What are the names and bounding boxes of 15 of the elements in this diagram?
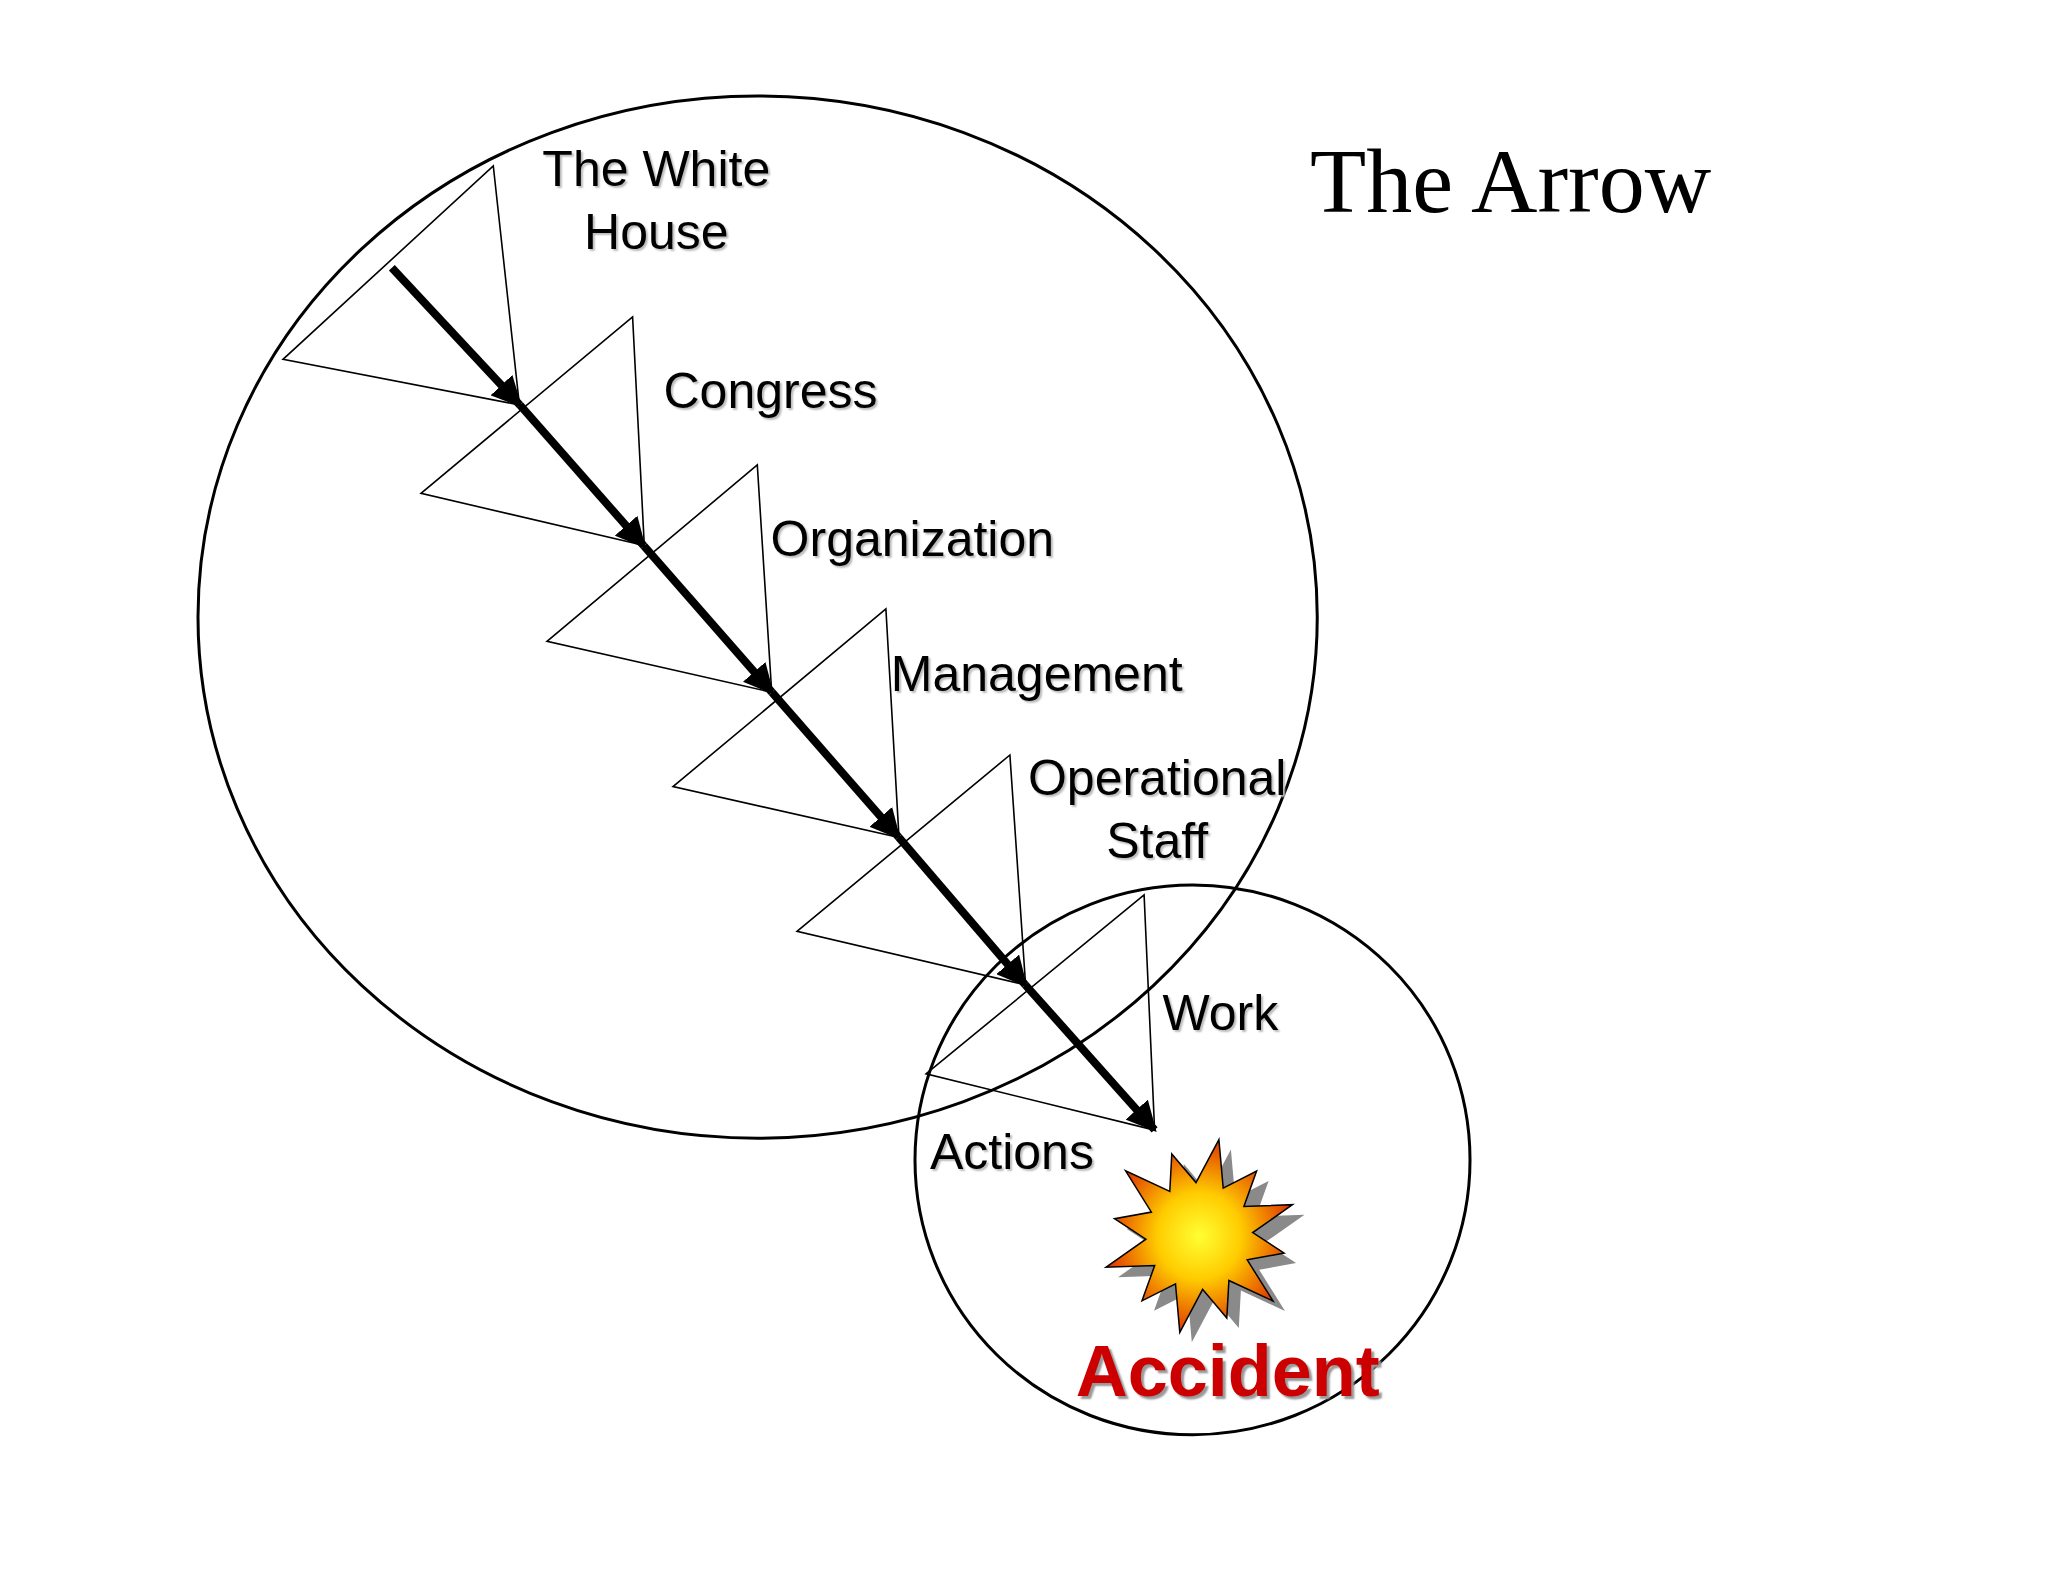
level-label: Operational Staff xyxy=(1026,749,1288,871)
arrow xyxy=(768,689,902,840)
level-label: Organization xyxy=(770,510,1056,570)
arrow xyxy=(1022,982,1158,1133)
level-label: The White House xyxy=(541,140,772,262)
arrow xyxy=(516,402,647,549)
level-label: Work xyxy=(1162,984,1280,1044)
accident-label: Accident xyxy=(1074,1332,1381,1412)
level-label: Actions xyxy=(929,1122,1095,1182)
level-label: Management xyxy=(890,644,1184,704)
arrow xyxy=(640,543,775,695)
arrow xyxy=(388,265,523,408)
arrow xyxy=(895,834,1029,988)
diagram-title: The Arrow xyxy=(1310,135,1712,227)
level-label: Congress xyxy=(663,362,879,422)
